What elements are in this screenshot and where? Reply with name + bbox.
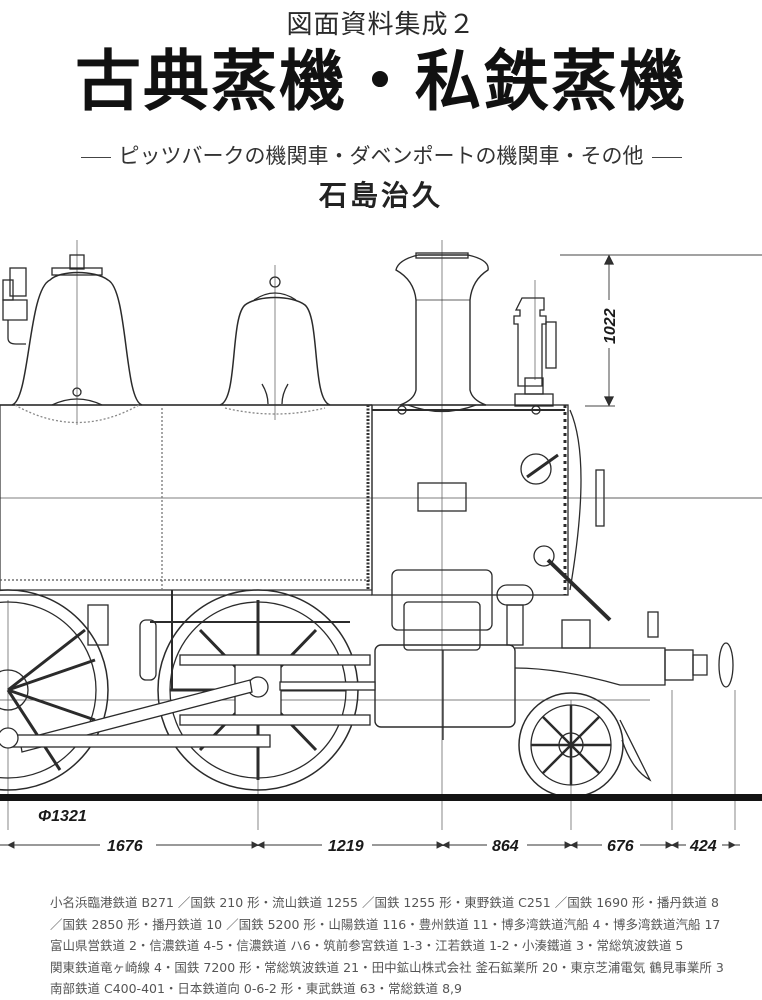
locomotive-drawing: Φ1321 1022 1676 1219 864 676 424 <box>0 240 762 855</box>
wheel-diameter-label: Φ1321 <box>38 808 87 825</box>
wheelbase-dim-4: 676 <box>607 838 634 855</box>
series-title: 図面資料集成２ <box>286 10 476 40</box>
wheelbase-dim-5: 424 <box>689 838 717 855</box>
subtitle-dash-left <box>80 156 111 158</box>
credits-line: 小名浜臨港鉄道 B271 ／国鉄 210 形・流山鉄道 1255 ／国鉄 125… <box>50 895 719 910</box>
wheelbase-dim-1: 1676 <box>107 838 143 855</box>
credits-line: 関東鉄道竜ヶ崎線 4・国鉄 7200 形・常総筑波鉄道 21・田中鉱山株式会社 … <box>50 959 724 975</box>
wheelbase-dim-3: 864 <box>492 838 519 855</box>
credits-list: 小名浜臨港鉄道 B271 ／国鉄 210 形・流山鉄道 1255 ／国鉄 125… <box>50 892 750 1000</box>
credits-line: 南部鉄道 C400-401・日本鉄道向 0-6-2 形・東武鉄道 63・常総鉄道… <box>50 981 462 996</box>
wheelbase-dim-2: 1219 <box>328 838 364 855</box>
subtitle-text: ピッツバークの機関車・ダベンポートの機関車・その他 <box>118 144 644 168</box>
rail-line <box>0 794 762 801</box>
credits-line: 富山県営鉄道 2・信濃鉄道 4-5・信濃鉄道 ハ6・筑前参宮鉄道 1-3・江若鉄… <box>50 938 684 953</box>
credits-line: ／国鉄 2850 形・播丹鉄道 10 ／国鉄 5200 形・山陽鉄道 116・豊… <box>50 916 721 932</box>
author-name: 石島治久 <box>318 179 443 212</box>
main-title: 古典蒸機・私鉄蒸機 <box>75 43 687 120</box>
subtitle-dash-right <box>651 156 682 158</box>
height-dimension-label: 1022 <box>602 308 619 344</box>
subtitle: ピッツバークの機関車・ダベンポートの機関車・その他 <box>0 140 762 170</box>
